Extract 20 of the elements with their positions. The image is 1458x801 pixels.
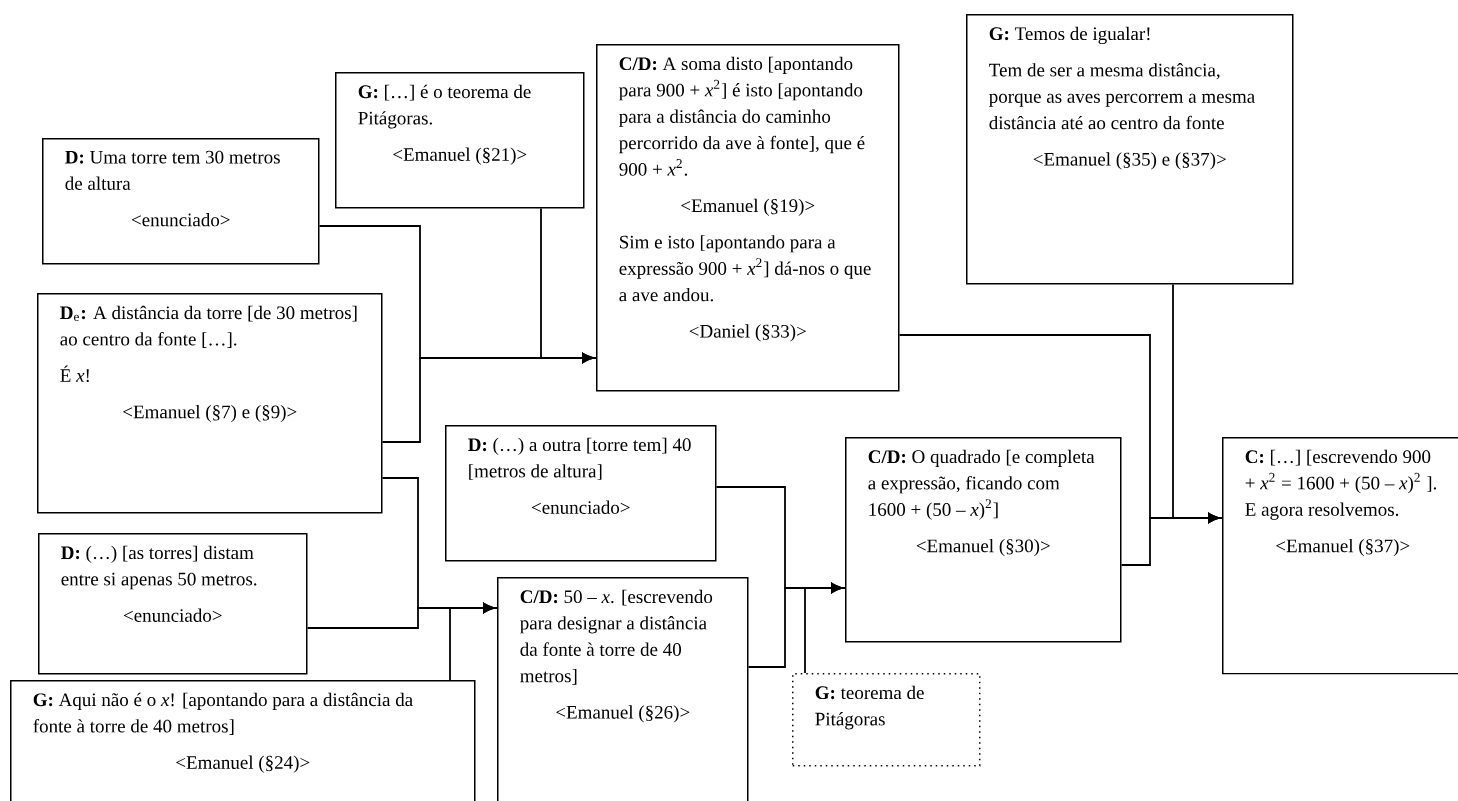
text-box: C/D: A soma disto [apontando para 900 + x$^{2}$] é isto [apontando para a distância do caminho percorrido da ave à fonte], que é 900 + x$^{2}$. <Emanuel (§19)> Sim e isto [apontando para a expressão 900 + x$^{2}$] dá-nos o que a ave andou. <Daniel (§33)> bbox=[596, 44, 900, 392]
connector-line bbox=[449, 607, 498, 681]
connector-line bbox=[1172, 283, 1223, 519]
text-box: G: […] é o teorema de Pitágoras. <Emanuel (§21)> bbox=[335, 72, 585, 209]
connector-line bbox=[804, 587, 846, 674]
connector-line bbox=[540, 207, 597, 359]
dotted-text-box: G: teorema de Pitágoras bbox=[792, 673, 981, 767]
arrow bbox=[381, 352, 594, 443]
text-box: D: Uma torre tem 30 metros de altura <enunciado> bbox=[42, 138, 320, 265]
text-box: D: (…) [as torres] distam entre si apenas 50 metros. <enunciado> bbox=[38, 533, 308, 675]
text-box: C: […] [escrevendo 900 + x$^{2}$ = 1600 + (50 – x)$^{2}$ ]. E agora resolvemos. <Emanuel (§37)> bbox=[1222, 437, 1458, 675]
text-box: C/D: O quadrado [e completa a expressão, ficando com 1600 + (50 – x)$^{2}$] <Emanuel (§30)> bbox=[845, 437, 1122, 643]
arrow bbox=[747, 582, 843, 668]
arrow bbox=[306, 602, 495, 629]
text-box: G: Temos de igualar! Tem de ser a mesma distância, porque as aves percorrem a mesma distância até ao centro da fonte <Emanuel (§35) e (§37)> bbox=[966, 14, 1294, 285]
arrow bbox=[1120, 512, 1220, 566]
text-box: G: Aqui não é o x! [apontando para a distância da fonte à torre de 40 metros] <Emanuel (§24)> bbox=[10, 680, 476, 801]
text-box: D: (…) a outra [torre tem] 40 [metros de altura] <enunciado> bbox=[445, 425, 717, 562]
text-box: D$_{e}$: A distância da torre [de 30 metros] ao centro da fonte […]. É x! <Emanuel (§7) e (§9)> bbox=[37, 293, 383, 514]
text-box: C/D: 50 – x. [escrevendo para designar a distância da fonte à torre de 40 metros] <Emanuel (§26)> bbox=[497, 577, 749, 801]
